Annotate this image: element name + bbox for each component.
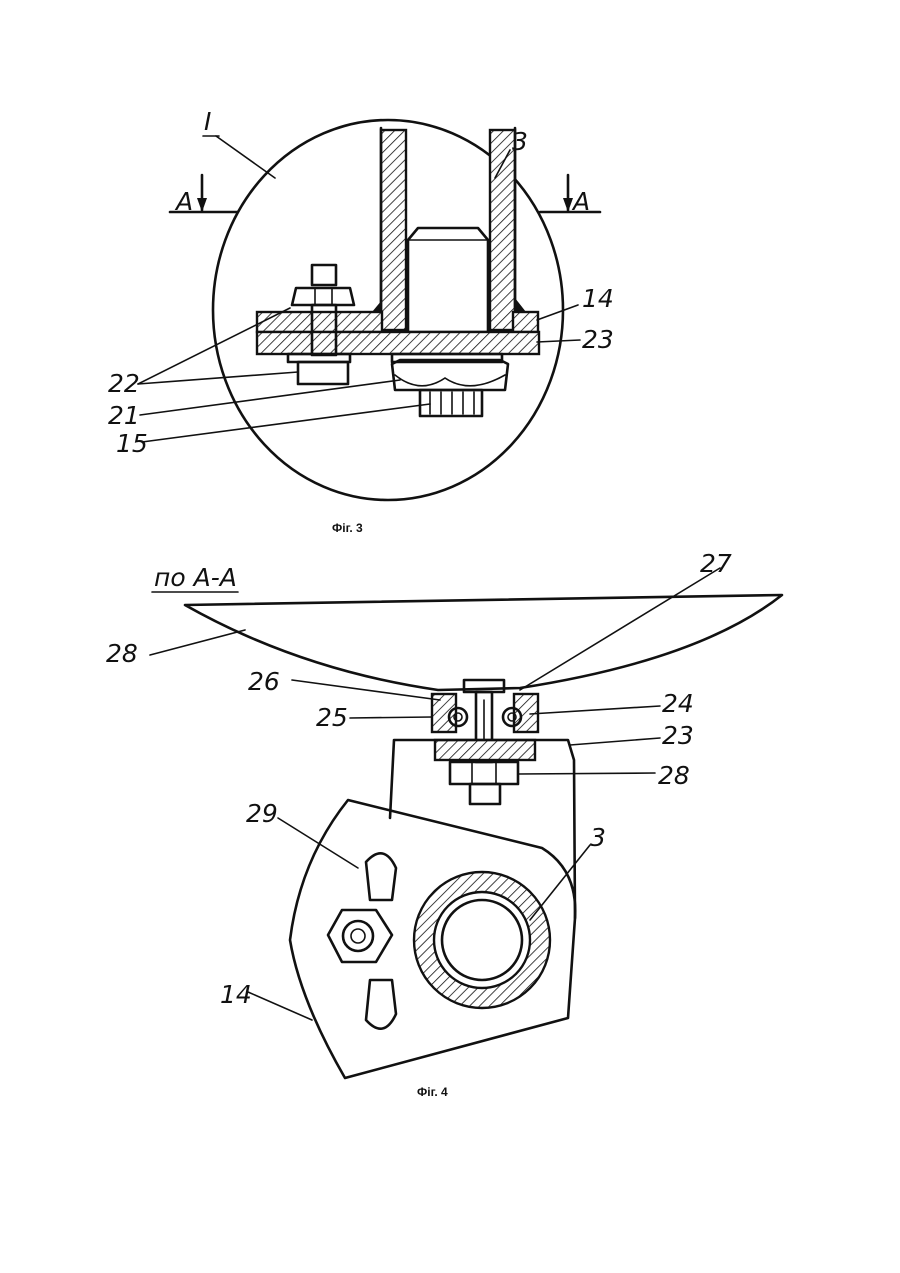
plate-23 xyxy=(257,332,539,354)
tube-insert xyxy=(408,228,488,332)
label-3: 3 xyxy=(512,127,528,156)
figure-3-caption: Фіг. 3 xyxy=(332,521,363,535)
label-26: 26 xyxy=(248,667,280,696)
label-3-fig4: 3 xyxy=(590,823,606,852)
label-14-fig4: 14 xyxy=(220,980,252,1009)
label-23-fig4: 23 xyxy=(662,721,694,750)
label-24: 24 xyxy=(662,689,694,718)
figure-3: I A A 3 14 23 22 21 15 Фіг. 3 xyxy=(108,107,614,535)
label-25: 25 xyxy=(316,703,348,732)
label-15: 15 xyxy=(116,429,148,458)
label-28-top: 28 xyxy=(106,639,138,668)
section-title: по А-А xyxy=(154,563,237,592)
label-28-bottom: 28 xyxy=(658,761,690,790)
label-detail-I: I xyxy=(204,107,211,136)
label-27: 27 xyxy=(700,549,732,578)
label-section-right: A xyxy=(571,187,590,216)
label-section-left: A xyxy=(174,187,193,216)
label-21: 21 xyxy=(108,401,140,430)
section-arrow-right xyxy=(540,175,600,212)
figure-4: по А-А xyxy=(106,549,782,1099)
label-23: 23 xyxy=(582,325,614,354)
label-14: 14 xyxy=(582,284,614,313)
bolt-15 xyxy=(420,390,482,416)
label-22: 22 xyxy=(108,369,140,398)
figure-4-caption: Фіг. 4 xyxy=(417,1085,448,1099)
nut-21 xyxy=(392,360,508,390)
plate-23-fig4 xyxy=(435,740,535,760)
nut-28-bottom xyxy=(450,762,518,804)
tube-3-ring xyxy=(414,872,550,1008)
label-29: 29 xyxy=(246,799,278,828)
wing-nut-29 xyxy=(328,853,396,1028)
